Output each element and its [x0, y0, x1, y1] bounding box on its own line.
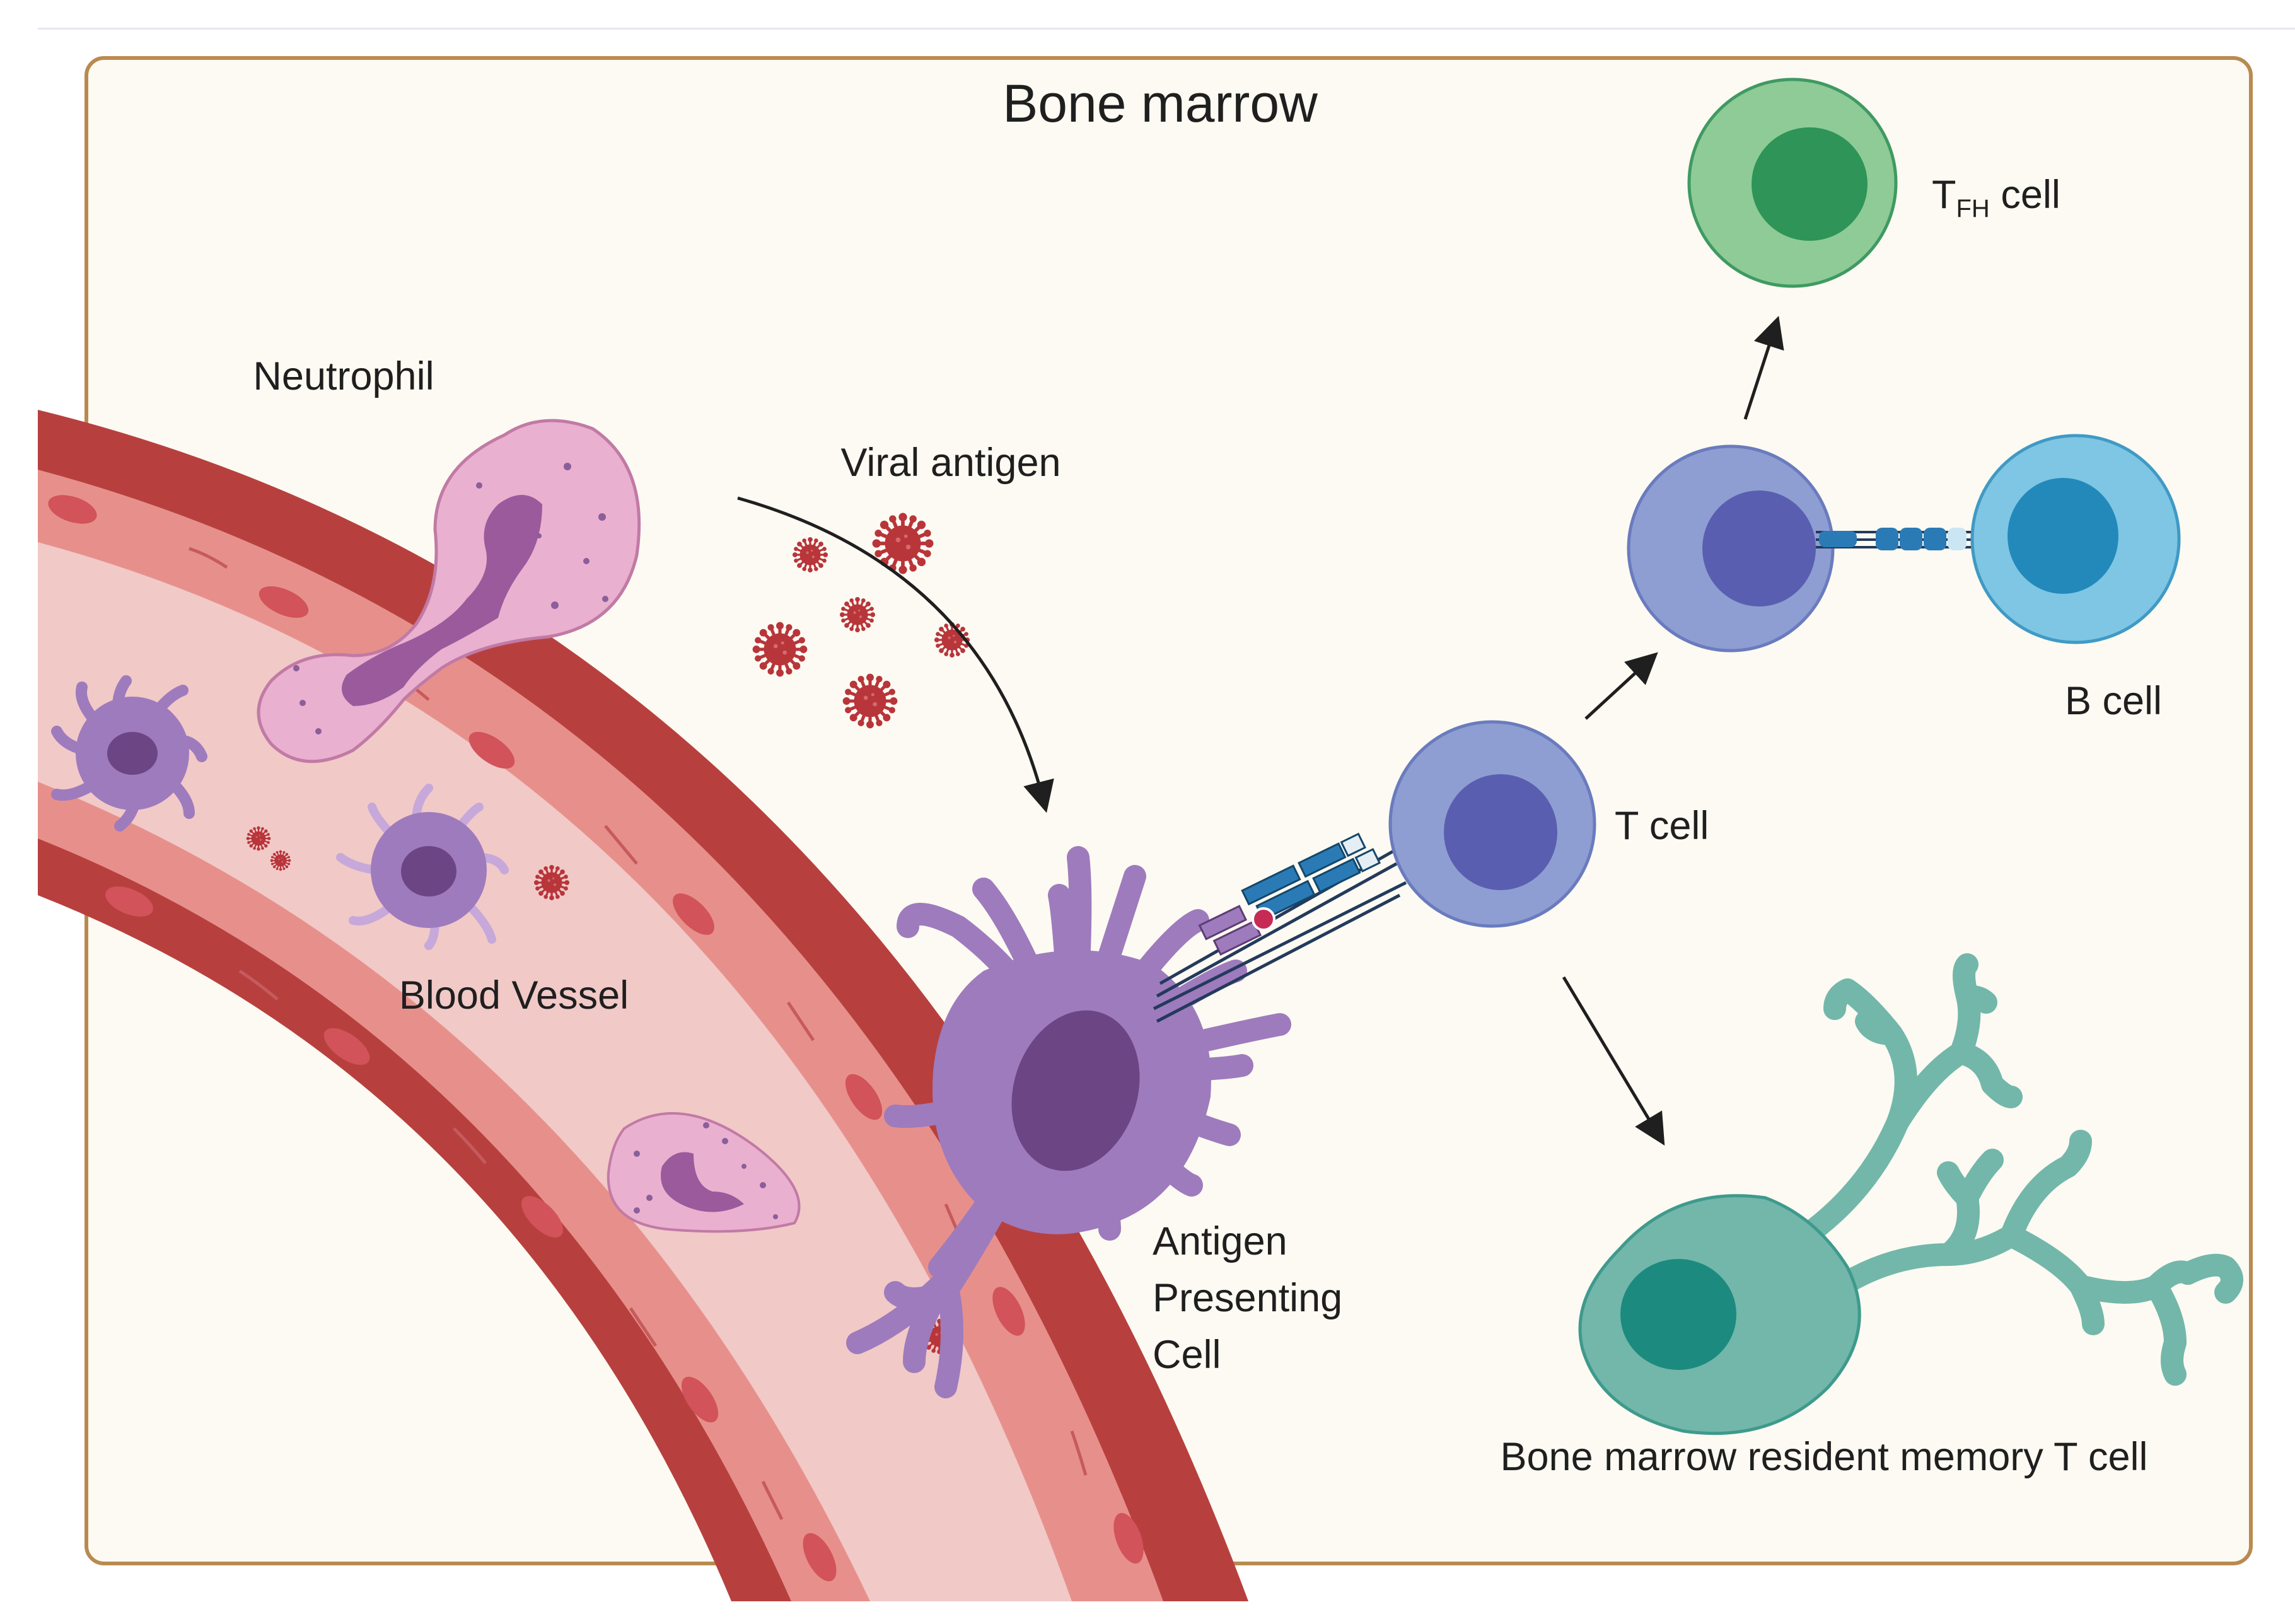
- granulocyte-in-vessel: [607, 1112, 801, 1233]
- memory-t-cell-icon: [1578, 953, 2243, 1436]
- panel-title: Bone marrow: [1002, 74, 1318, 133]
- b-cell-label: B cell: [2065, 679, 2162, 723]
- top-divider: [38, 28, 2295, 30]
- arrow-icon: [1562, 976, 1665, 1146]
- tfh-cell-label: TFH cell: [1932, 173, 2060, 223]
- dendritic-cell-in-vessel: [51, 675, 207, 832]
- tfh-subscript: FH: [1956, 195, 1989, 223]
- neutrophil-label: Neutrophil: [253, 354, 434, 398]
- apc-label-line-1: Antigen: [1153, 1219, 1287, 1263]
- viral-antigen-label: Viral antigen: [840, 441, 1060, 485]
- arrow-icon: [1743, 315, 1784, 420]
- apc-label-line-2: Presenting: [1153, 1276, 1342, 1320]
- t-cell-icon: [1388, 720, 1596, 928]
- monocyte-in-vessel: [336, 784, 509, 950]
- neutrophil-icon: [257, 419, 641, 763]
- memory-t-cell-label: Bone marrow resident memory T cell: [1500, 1435, 2147, 1479]
- antigen-presenting-cell-icon: [846, 846, 1291, 1398]
- tfh-main: T: [1932, 173, 1956, 217]
- activated-t-cell-icon: [1627, 444, 1835, 652]
- tfh-cell-icon: [1687, 78, 1898, 288]
- t-cell-label: T cell: [1615, 804, 1709, 848]
- blood-vessel-label: Blood Vessel: [399, 973, 629, 1018]
- b-cell-icon: [1970, 434, 2181, 644]
- tcr-mhc-complex: [1153, 832, 1407, 1023]
- arrow-icon: [1584, 652, 1658, 720]
- tfh-rest: cell: [1990, 173, 2060, 217]
- apc-label-line-3: Cell: [1153, 1333, 1221, 1377]
- arrow-icon: [737, 496, 1054, 813]
